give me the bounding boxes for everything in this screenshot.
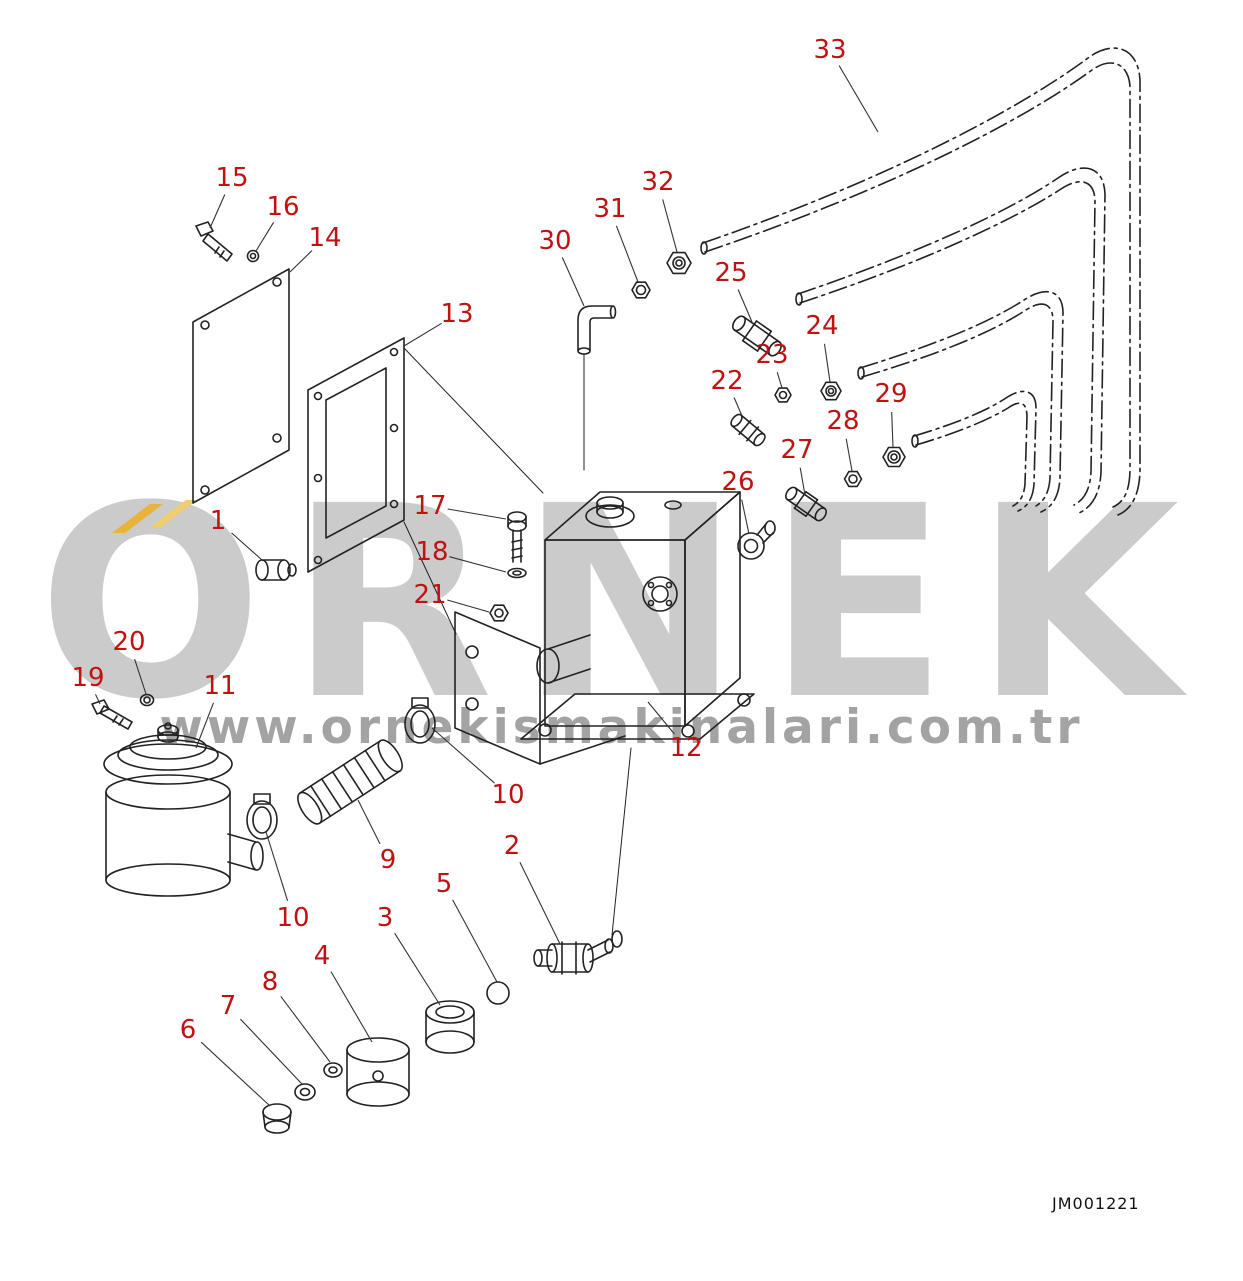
washer-20 [139, 693, 155, 707]
brand-accent-ticks [112, 500, 197, 533]
washer-16 [246, 249, 260, 263]
leader-line-13 [403, 322, 442, 347]
watermark-url: www.ornekismakinalari.com.tr [159, 700, 1084, 755]
drain-valve-2 [533, 930, 623, 975]
leader-line-29 [891, 411, 894, 448]
plug-1 [255, 559, 297, 581]
leader-line-10 [431, 727, 495, 784]
bolt-17 [507, 511, 527, 563]
fitting-27 [785, 486, 827, 522]
leader-line-24 [823, 343, 831, 383]
leader-line-6 [200, 1041, 271, 1107]
elbow-fitting-30 [577, 305, 617, 355]
leader-line-14 [289, 250, 313, 273]
nut-29 [882, 446, 906, 468]
cap-6 [262, 1103, 292, 1134]
leader-line-31 [615, 225, 639, 283]
gasket-13 [307, 337, 405, 573]
flanged-fitting-26 [737, 520, 776, 560]
watermark-brand: ORNEK [37, 450, 1206, 758]
leader-line-27 [799, 467, 806, 496]
drawing-code: JM001221 [1052, 1194, 1140, 1213]
sleeve-31 [631, 281, 651, 299]
leader-line-16 [255, 222, 275, 252]
nut-24 [820, 381, 842, 401]
hydraulic-hoses-33 [700, 47, 1141, 516]
nut-23 [774, 387, 792, 403]
mounting-bracket-12 [454, 611, 626, 765]
fitting-25 [732, 315, 782, 357]
leader-line-8 [280, 996, 331, 1063]
leader-line-19 [95, 694, 101, 705]
leader-line-21 [447, 599, 490, 613]
washer-18 [507, 567, 527, 579]
leader-line-9 [357, 799, 381, 845]
leader-line-2 [519, 861, 561, 945]
leader-line-10 [265, 831, 289, 901]
hose-clamp-10-lower [246, 793, 278, 840]
leader-line-7 [240, 1018, 303, 1085]
nut-28 [843, 470, 863, 488]
leader-line-25 [737, 289, 753, 323]
ball-5 [486, 981, 510, 1005]
bolt-19 [91, 699, 133, 730]
washer-8 [323, 1062, 343, 1078]
bolt-15 [195, 221, 233, 262]
leader-line-12 [647, 701, 675, 735]
cover-plate-14 [192, 268, 290, 504]
leader-line-30 [561, 257, 585, 307]
leader-line-18 [449, 556, 507, 573]
leader-line-28 [845, 438, 853, 472]
nut-21 [489, 604, 509, 622]
leader-line-26 [741, 499, 750, 535]
hose-clamp-10-upper [404, 697, 436, 744]
leader-line-17 [447, 508, 507, 520]
leader-line-23 [776, 372, 783, 389]
leader-line-22 [733, 397, 743, 417]
leader-line-33 [838, 65, 879, 133]
hydraulic-tank [520, 491, 755, 740]
nut-32 [666, 251, 692, 275]
leader-line-20 [134, 658, 147, 695]
leader-line-5 [452, 899, 498, 983]
leader-line-1 [231, 532, 263, 561]
leader-line-4 [330, 971, 373, 1043]
washer-7 [294, 1083, 316, 1101]
leader-line-11 [195, 702, 215, 749]
hose-9 [297, 739, 403, 825]
hose-end-tips [700, 241, 919, 448]
leader-line-3 [394, 932, 441, 1006]
leader-line-32 [662, 199, 678, 253]
coupling-3 [425, 1000, 475, 1054]
leader-line-15 [209, 194, 226, 229]
filter-element-4 [346, 1037, 410, 1107]
assembly-lines [403, 347, 632, 936]
filter-assembly-11 [103, 722, 264, 897]
